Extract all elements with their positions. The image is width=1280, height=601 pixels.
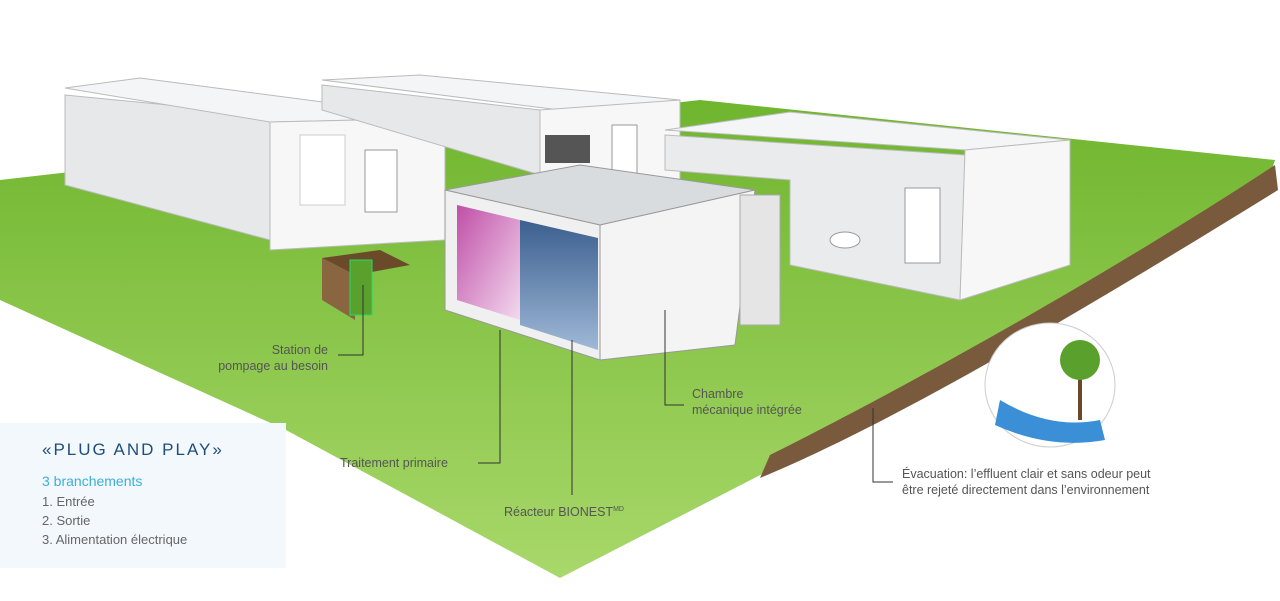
building-left — [64, 77, 446, 251]
label-line: Chambre — [692, 387, 744, 401]
legend-item: 2. Sortie — [42, 513, 91, 528]
label-station: Station de pompage au besoin — [200, 342, 328, 374]
label-line: mécanique intégrée — [692, 403, 802, 417]
legend-item: 3. Alimentation électrique — [42, 532, 188, 547]
bionest-container — [444, 164, 781, 361]
label-traitement: Traitement primaire — [340, 456, 448, 470]
outfall-inset — [984, 322, 1116, 448]
label-line: Station de — [271, 343, 328, 357]
label-text: Réacteur BIONEST — [504, 505, 614, 520]
label-evacuation: Évacuation: l’effluent clair et sans ode… — [902, 466, 1151, 498]
label-line: être rejeté directement dans l’environne… — [902, 483, 1150, 497]
legend-item: 1. Entrée — [42, 494, 95, 509]
legend-subtitle: 3 branchements — [42, 473, 143, 489]
legend-title: «PLUG AND PLAY» — [42, 440, 224, 459]
pumping-station — [322, 250, 410, 320]
building-back — [321, 74, 681, 186]
legend-box: «PLUG AND PLAY» 3 branchements 1. Entrée… — [0, 423, 286, 568]
label-reacteur: Réacteur BIONESTMD — [504, 502, 624, 520]
building-right — [664, 111, 1071, 301]
leader-lines — [338, 285, 893, 495]
drain-trench — [760, 165, 1278, 478]
label-line: Évacuation: l’effluent clair et sans ode… — [902, 467, 1151, 481]
label-chambre: Chambre mécanique intégrée — [692, 386, 802, 418]
label-sup: MD — [613, 506, 624, 513]
label-line: pompage au besoin — [218, 359, 328, 373]
